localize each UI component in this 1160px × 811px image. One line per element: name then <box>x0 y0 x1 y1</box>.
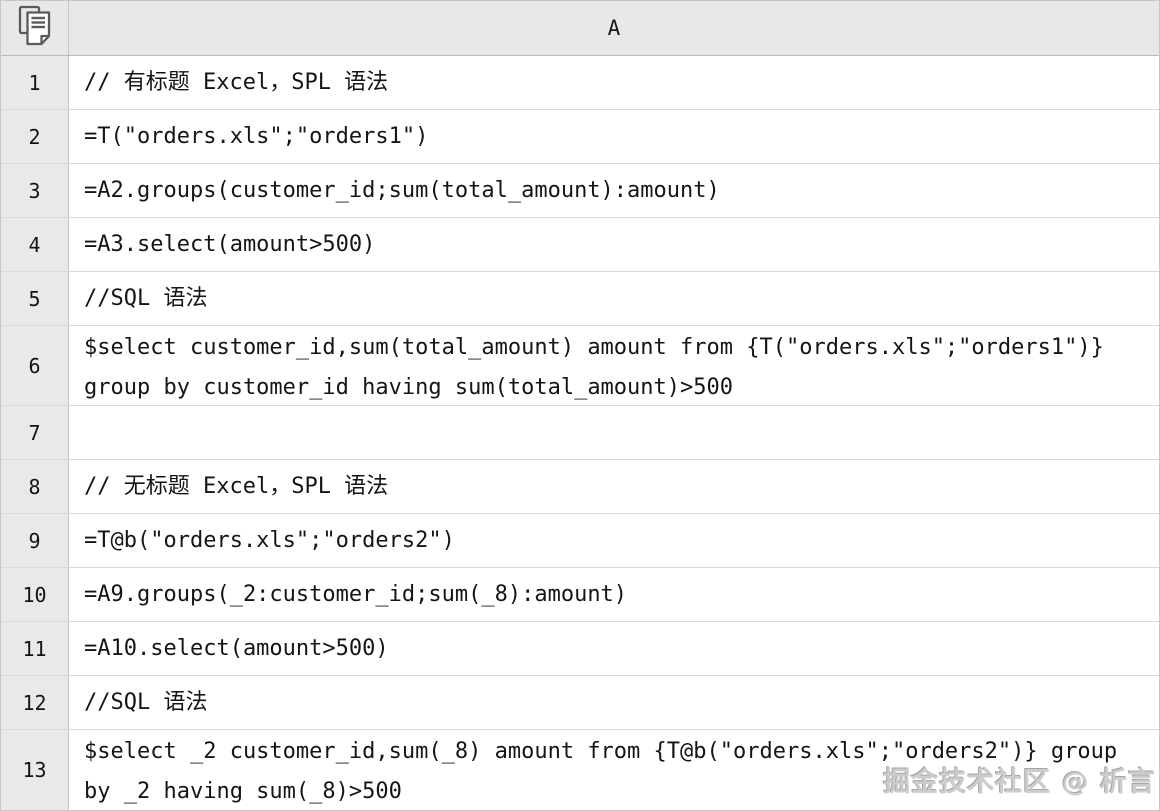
cell-a2[interactable]: =T("orders.xls";"orders1") <box>84 124 429 149</box>
table-row: 4 =A3.select(amount>500) <box>1 218 1159 272</box>
table-row: 10 =A9.groups(_2:customer_id;sum(_8):amo… <box>1 568 1159 622</box>
table-row: 7 <box>1 406 1159 460</box>
cell-a13[interactable]: $select _2 customer_id,sum(_8) amount fr… <box>84 739 1118 804</box>
select-all-corner-cell[interactable] <box>1 1 69 55</box>
row-number[interactable]: 9 <box>1 514 69 567</box>
row-number[interactable]: 1 <box>1 56 69 109</box>
row-number[interactable]: 11 <box>1 622 69 675</box>
row-number[interactable]: 8 <box>1 460 69 513</box>
row-number[interactable]: 2 <box>1 110 69 163</box>
cell-a1[interactable]: // 有标题 Excel，SPL 语法 <box>84 70 389 95</box>
cell-a12[interactable]: //SQL 语法 <box>84 690 208 715</box>
table-row: 11 =A10.select(amount>500) <box>1 622 1159 676</box>
row-number[interactable]: 3 <box>1 164 69 217</box>
cell-a4[interactable]: =A3.select(amount>500) <box>84 232 376 257</box>
table-row: 5 //SQL 语法 <box>1 272 1159 326</box>
table-row: 3 =A2.groups(customer_id;sum(total_amoun… <box>1 164 1159 218</box>
row-number[interactable]: 12 <box>1 676 69 729</box>
row-number[interactable]: 13 <box>1 730 69 810</box>
row-number[interactable]: 7 <box>1 406 69 459</box>
header-row: A <box>1 1 1159 56</box>
row-number[interactable]: 10 <box>1 568 69 621</box>
table-row: 12 //SQL 语法 <box>1 676 1159 730</box>
table-row: 1 // 有标题 Excel，SPL 语法 <box>1 56 1159 110</box>
cell-a7[interactable] <box>69 406 1159 459</box>
cell-a11[interactable]: =A10.select(amount>500) <box>84 636 389 661</box>
cell-a5[interactable]: //SQL 语法 <box>84 286 208 311</box>
cell-a10[interactable]: =A9.groups(_2:customer_id;sum(_8):amount… <box>84 582 628 607</box>
table-row: 9 =T@b("orders.xls";"orders2") <box>1 514 1159 568</box>
cell-a9[interactable]: =T@b("orders.xls";"orders2") <box>84 528 455 553</box>
pages-icon <box>18 5 52 51</box>
cell-a6[interactable]: $select customer_id,sum(total_amount) am… <box>84 335 1104 400</box>
row-number[interactable]: 5 <box>1 272 69 325</box>
table-row: 13 $select _2 customer_id,sum(_8) amount… <box>1 730 1159 810</box>
cell-a3[interactable]: =A2.groups(customer_id;sum(total_amount)… <box>84 178 720 203</box>
table-row: 6 $select customer_id,sum(total_amount) … <box>1 326 1159 406</box>
cell-a8[interactable]: // 无标题 Excel，SPL 语法 <box>84 474 389 499</box>
row-number[interactable]: 4 <box>1 218 69 271</box>
row-number[interactable]: 6 <box>1 326 69 405</box>
table-row: 2 =T("orders.xls";"orders1") <box>1 110 1159 164</box>
column-header-a[interactable]: A <box>607 16 621 40</box>
table-row: 8 // 无标题 Excel，SPL 语法 <box>1 460 1159 514</box>
